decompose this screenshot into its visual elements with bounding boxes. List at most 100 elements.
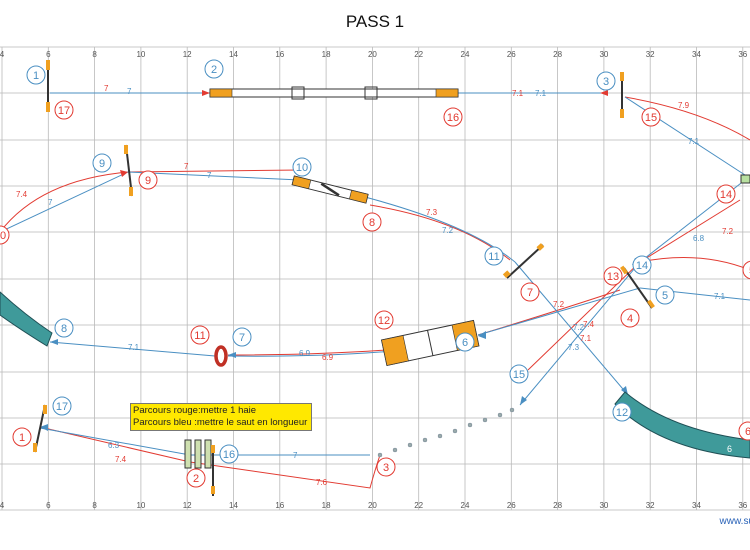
x-tick-label: 32 (646, 50, 655, 59)
red-number-label: 5 (749, 265, 750, 277)
red-number-marker: 9 (138, 170, 158, 190)
red-number-label: 11 (194, 330, 205, 342)
blue-number-marker: 6 (455, 332, 475, 352)
blue-number-marker: 11 (484, 246, 504, 266)
x-tick-label: 36 (738, 50, 747, 59)
x-tick-label: 16 (275, 50, 284, 59)
arrowhead (202, 90, 210, 96)
page-title: PASS 1 (345, 12, 405, 31)
blue-path-14-15 (519, 261, 641, 406)
x-tick-label: 8 (92, 50, 97, 59)
svg-text:7: 7 (104, 84, 109, 93)
blue-number-label: 16 (223, 449, 235, 461)
note-line-red: Parcours rouge:mettre 1 haie (133, 405, 257, 416)
red-number-label: 6 (745, 426, 750, 438)
x-tick-label: 26 (507, 50, 516, 59)
red-number-marker: 4 (620, 308, 640, 328)
red-number-label: 1 (19, 432, 25, 444)
svg-text:7: 7 (184, 162, 189, 171)
blue-number-marker: 14 (632, 255, 652, 275)
dog-walk-obstacle (209, 86, 459, 100)
blue-number-label: 15 (513, 369, 525, 381)
tunnel-obstacle: 6 (614, 391, 750, 459)
x-tick-label: 10 (136, 501, 145, 510)
blue-number-marker: 16 (219, 444, 239, 464)
footer-link[interactable]: www.su (719, 516, 750, 527)
tunnel-obstacle (0, 291, 53, 347)
blue-number-label: 12 (616, 407, 628, 419)
svg-text:7.2: 7.2 (573, 323, 585, 332)
obstacle-number-markers: 1235678910111214151617123478910111213141… (0, 59, 750, 488)
red-number-label: 14 (720, 189, 732, 201)
svg-text:6.8: 6.8 (693, 234, 705, 243)
red-number-label: 2 (193, 473, 199, 485)
blue-number-label: 11 (488, 251, 499, 263)
course-grid (0, 46, 750, 511)
jump-obstacle (502, 243, 545, 279)
red-number-marker: 1 (12, 427, 32, 447)
red-number-marker: 3 (376, 457, 396, 477)
blue-number-label: 8 (61, 323, 67, 335)
svg-text:7.6: 7.6 (316, 478, 328, 487)
x-tick-label: 24 (461, 501, 470, 510)
blue-path-5-6 (477, 287, 641, 336)
red-number-label: 17 (58, 105, 70, 117)
svg-text:7.4: 7.4 (583, 320, 595, 329)
blue-number-marker: 17 (52, 396, 72, 416)
svg-text:7.4: 7.4 (115, 455, 127, 464)
svg-text:7.2: 7.2 (553, 300, 565, 309)
red-path-9-10 (0, 169, 301, 233)
x-tick-label: 30 (599, 50, 608, 59)
x-tick-label: 18 (322, 501, 331, 510)
x-tick-label: 24 (461, 50, 470, 59)
svg-text:7.1: 7.1 (535, 89, 547, 98)
arrowhead (520, 396, 527, 405)
blue-number-marker: 10 (292, 157, 312, 177)
x-tick-label: 8 (92, 501, 97, 510)
x-tick-label: 26 (507, 501, 516, 510)
blue-number-label: 6 (462, 337, 468, 349)
x-tick-label: 14 (229, 50, 238, 59)
start-box (740, 174, 750, 184)
blue-path-10-11 (364, 196, 516, 263)
red-course-path (0, 92, 750, 489)
svg-text:6.9: 6.9 (299, 349, 311, 358)
jump-obstacle (46, 60, 50, 112)
red-number-label: 16 (447, 112, 459, 124)
svg-text:7.1: 7.1 (688, 137, 700, 146)
red-number-marker: 10 (0, 225, 10, 245)
tunnel-label: 6 (727, 444, 732, 454)
red-number-marker: 6 (738, 421, 750, 441)
red-number-label: 15 (645, 112, 657, 124)
red-number-label: 9 (145, 175, 151, 187)
x-tick-label: 12 (183, 50, 192, 59)
red-number-label: 7 (527, 287, 533, 299)
blue-number-label: 9 (99, 158, 105, 170)
x-tick-label: 12 (183, 501, 192, 510)
blue-number-label: 5 (662, 290, 668, 302)
red-number-label: 12 (378, 315, 390, 327)
svg-text:7.1: 7.1 (580, 334, 592, 343)
x-tick-label: 32 (646, 501, 655, 510)
arrowhead (120, 170, 128, 177)
red-number-marker: 13 (603, 266, 623, 286)
x-tick-label: 6 (46, 501, 51, 510)
blue-number-label: 3 (603, 76, 609, 88)
blue-number-label: 2 (211, 64, 217, 76)
red-number-label: 13 (607, 271, 619, 283)
tire-obstacle (214, 345, 228, 367)
blue-number-marker: 2 (204, 59, 224, 79)
jump-obstacle (33, 404, 47, 453)
x-tick-label: 16 (275, 501, 284, 510)
svg-text:7.3: 7.3 (426, 208, 438, 217)
note-line-blue: Parcours bleu :mettre le saut en longueu… (133, 417, 308, 428)
svg-text:7.1: 7.1 (128, 343, 140, 352)
blue-course-path (0, 92, 750, 456)
svg-text:7: 7 (293, 451, 298, 460)
blue-number-marker: 1 (26, 65, 46, 85)
red-number-marker: 5 (742, 260, 750, 280)
x-tick-label: 10 (136, 50, 145, 59)
arrowheads (40, 90, 640, 431)
